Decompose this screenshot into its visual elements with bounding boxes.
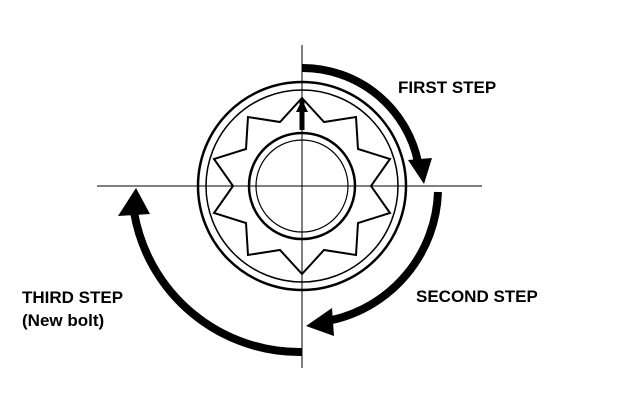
second-step-arrowhead	[306, 308, 334, 336]
third-step-arrow	[130, 211, 303, 357]
second-step-arrow	[331, 191, 442, 324]
bolt-shank-inner-circle	[255, 139, 349, 233]
first-step-label: FIRST STEP	[398, 78, 496, 97]
second-step-label: SECOND STEP	[416, 287, 538, 306]
first-step-arrow	[301, 63, 422, 163]
bolt-reference-mark-tip	[296, 100, 308, 112]
washer-outer-circle	[196, 80, 408, 292]
washer-inner-circle	[205, 89, 399, 283]
third-step-note-label: (New bolt)	[22, 311, 104, 330]
third-step-label: THIRD STEP	[22, 288, 123, 307]
first-step-arrowhead	[408, 158, 432, 184]
bolt-head-12-point	[212, 96, 392, 276]
third-step-arrowhead	[118, 188, 150, 216]
bolt-shank-outer-circle	[247, 131, 357, 241]
